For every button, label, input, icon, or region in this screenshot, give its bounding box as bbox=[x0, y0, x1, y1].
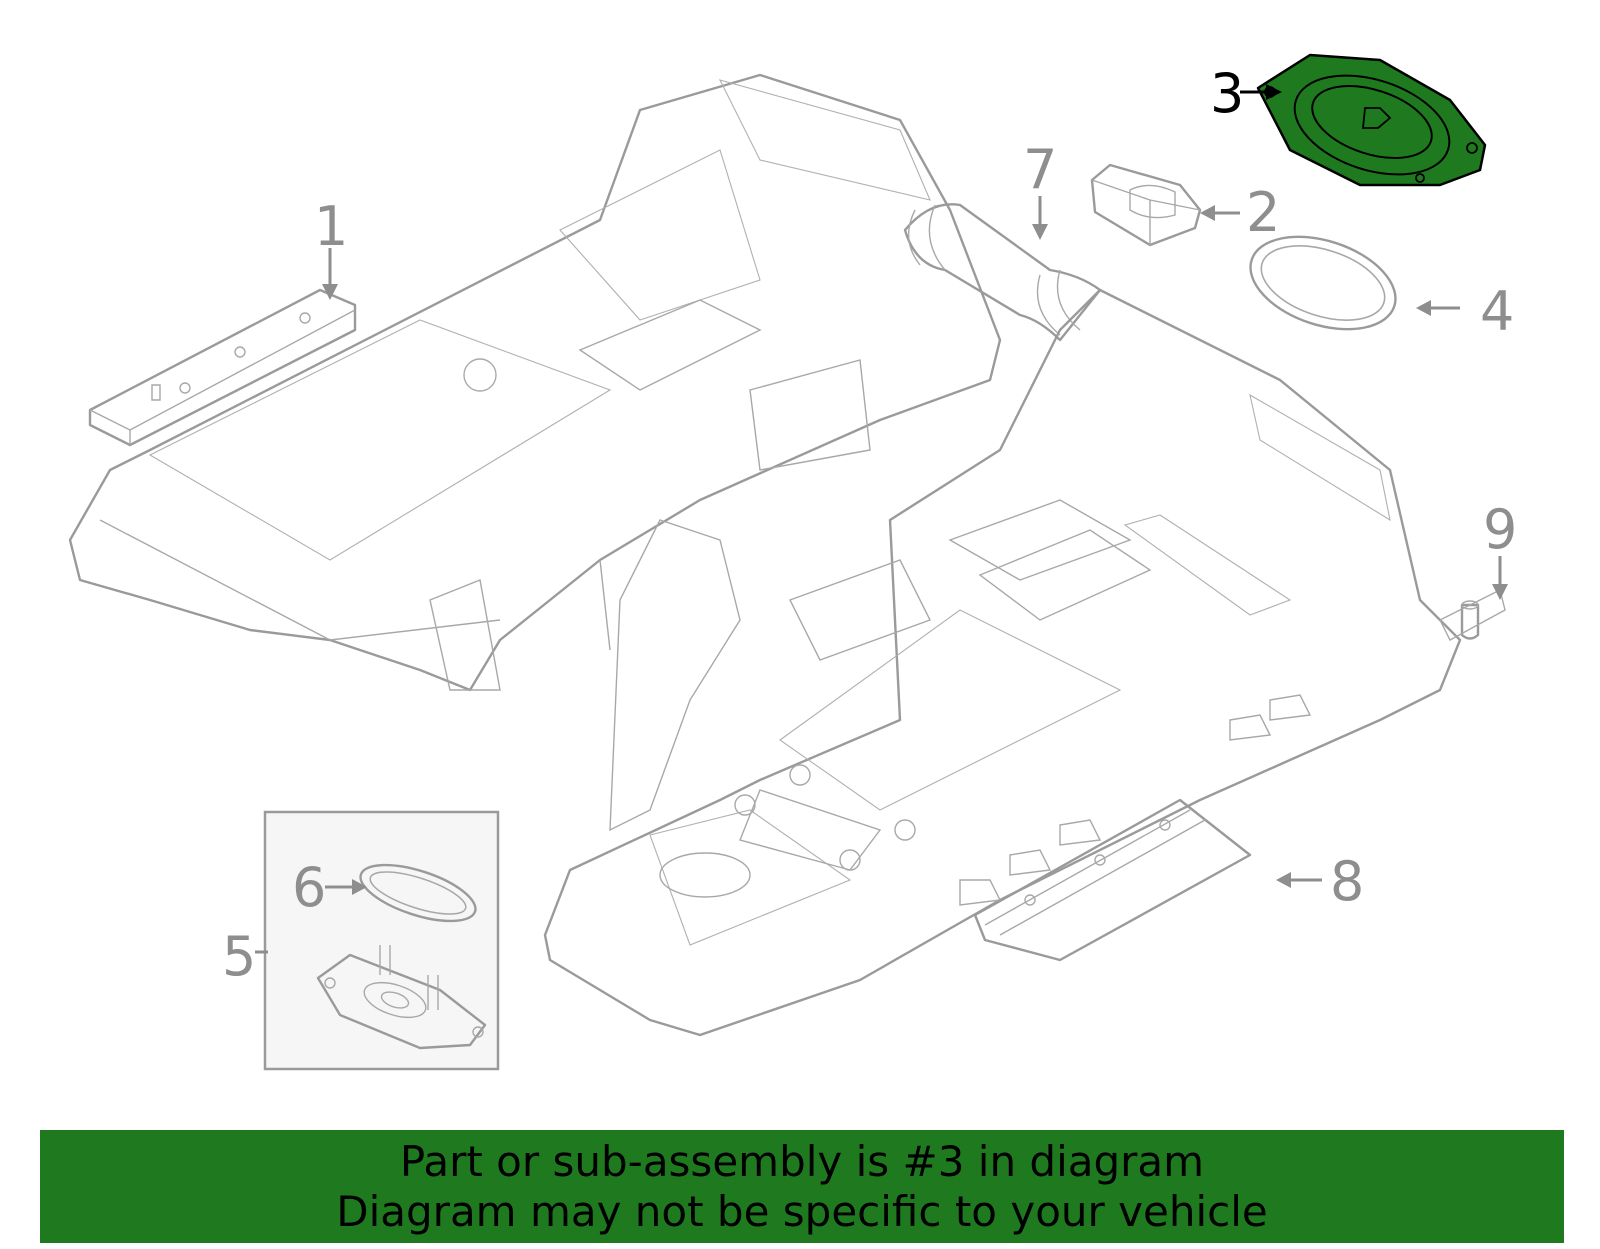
callout-6: 6 bbox=[292, 856, 326, 919]
part-4-seal[interactable] bbox=[1239, 220, 1408, 346]
part-5-mount bbox=[316, 945, 487, 1050]
part-2-connector[interactable] bbox=[1090, 163, 1202, 247]
front-battery-housing bbox=[543, 288, 1462, 1037]
part-8-bracket[interactable] bbox=[973, 798, 1252, 962]
callout-arrows bbox=[255, 84, 1508, 954]
part-3-cover[interactable] bbox=[1256, 53, 1487, 193]
callout-7: 7 bbox=[1023, 138, 1057, 201]
callout-1: 1 bbox=[314, 195, 348, 258]
callout-9: 9 bbox=[1483, 498, 1517, 561]
info-banner: Part or sub-assembly is #3 in diagram Di… bbox=[40, 1130, 1564, 1243]
callout-2: 2 bbox=[1246, 181, 1280, 244]
part-5-kit-box[interactable] bbox=[263, 810, 500, 1071]
banner-line-2: Diagram may not be specific to your vehi… bbox=[336, 1186, 1268, 1236]
callout-3: 3 bbox=[1210, 62, 1244, 125]
callout-4: 4 bbox=[1480, 280, 1514, 343]
callout-5: 5 bbox=[222, 925, 256, 988]
rear-battery-housing bbox=[68, 73, 1002, 692]
part-6-gasket[interactable] bbox=[354, 854, 482, 933]
banner-line-1: Part or sub-assembly is #3 in diagram bbox=[399, 1136, 1205, 1186]
part-9-pin[interactable] bbox=[1439, 588, 1506, 641]
part-1-bracket[interactable] bbox=[88, 288, 357, 447]
callout-8: 8 bbox=[1330, 850, 1364, 913]
